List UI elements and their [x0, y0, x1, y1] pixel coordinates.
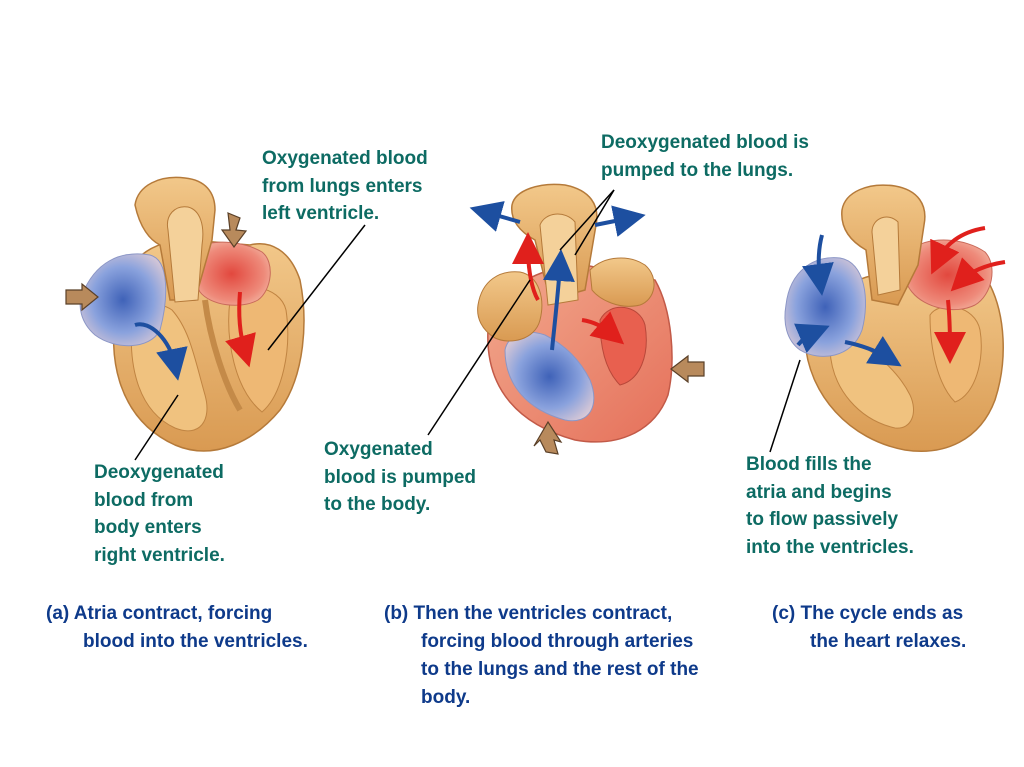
heart-b-lung-arrow-right: [594, 205, 646, 237]
heart-b-leader-top-1: [559, 189, 615, 251]
heart-c-blue-inflow-top: [802, 234, 834, 296]
label-line: right ventricle.: [94, 544, 225, 566]
caption-line: the heart relaxes.: [810, 631, 967, 652]
caption-a: (a) Atria contract, forcing blood into t…: [46, 600, 308, 656]
heart-b-lung-arrow-left: [469, 201, 521, 232]
heart-a: [65, 176, 366, 461]
heart-b-right-ventricle: [504, 331, 595, 422]
heart-a-pulmonary-trunk: [166, 206, 204, 303]
heart-a-leader-top: [267, 224, 366, 351]
label-line: Deoxygenated: [94, 462, 224, 483]
heart-b-red-outflow: [512, 232, 545, 302]
label-line: left ventricle.: [262, 203, 380, 224]
heart-c-right-atrium: [784, 257, 867, 357]
heart-c-red-inflow-2: [950, 257, 1006, 292]
label-c-blood-fills: Blood fills the atria and begins to flow…: [746, 451, 914, 561]
label-line: Oxygenated blood: [262, 148, 428, 169]
label-line: from lungs enters: [262, 175, 423, 197]
label-b-deoxygenated: Deoxygenated blood is pumped to the lung…: [601, 129, 809, 184]
label-line: into the ventricles.: [746, 536, 914, 558]
label-line: blood is pumped: [324, 466, 476, 488]
label-line: Oxygenated: [324, 439, 433, 460]
heart-b-leader-top-2: [574, 189, 615, 256]
heart-b-pressure-arrow-bottom: [533, 420, 563, 455]
caption-line: body.: [421, 687, 471, 708]
label-line: pumped to the lungs.: [601, 159, 794, 181]
caption-line: (c) The cycle ends as: [772, 603, 964, 624]
heart-c-pulmonary-trunk: [871, 216, 901, 296]
label-line: atria and begins: [746, 481, 892, 503]
heart-b: [427, 183, 705, 455]
caption-line: (b) Then the ventricles contract,: [384, 603, 673, 624]
caption-line: forcing blood through arteries: [421, 631, 694, 652]
label-line: body enters: [94, 517, 202, 538]
caption-b: (b) Then the ventricles contract, forcin…: [384, 600, 699, 712]
caption-line: to the lungs and the rest of the: [421, 659, 699, 680]
label-line: Deoxygenated blood is: [601, 132, 809, 153]
label-line: Blood fills the: [746, 454, 872, 475]
heart-a-blue-flow-arrow: [134, 322, 188, 381]
heart-a-red-flow-arrow: [225, 291, 256, 368]
heart-b-right-atrium: [477, 271, 543, 342]
heart-b-red-inflow: [581, 311, 625, 345]
heart-c-leader: [769, 359, 801, 453]
label-a-oxygenated: Oxygenated blood from lungs enters left …: [262, 145, 428, 228]
heart-c-blue-fill: [844, 335, 902, 367]
heart-a-septum: [202, 299, 243, 412]
heart-b-pressure-arrow-right: [670, 354, 705, 384]
heart-c-blue-inflow-bottom: [793, 323, 830, 354]
heart-c-red-inflow-1: [930, 226, 986, 275]
caption-line: blood into the ventricles.: [83, 631, 308, 652]
heart-a-pressure-arrow-top: [220, 212, 248, 249]
label-line: blood from: [94, 489, 194, 511]
label-line: to flow passively: [746, 509, 899, 530]
label-line: to the body.: [324, 494, 431, 515]
caption-c: (c) The cycle ends as the heart relaxes.: [772, 600, 966, 656]
heart-c: [769, 184, 1006, 453]
label-b-oxygenated: Oxygenated blood is pumped to the body.: [324, 436, 476, 519]
heart-b-left-atrium: [589, 257, 655, 307]
heart-b-blue-outflow: [542, 249, 575, 351]
label-a-deoxygenated: Deoxygenated blood from body enters righ…: [94, 459, 225, 569]
caption-line: (a) Atria contract, forcing: [46, 603, 273, 624]
heart-c-red-fill: [933, 299, 966, 364]
heart-a-pressure-arrow-left: [65, 282, 99, 312]
heart-a-leader-bottom: [134, 394, 179, 461]
heart-b-leader-bottom: [427, 279, 531, 436]
